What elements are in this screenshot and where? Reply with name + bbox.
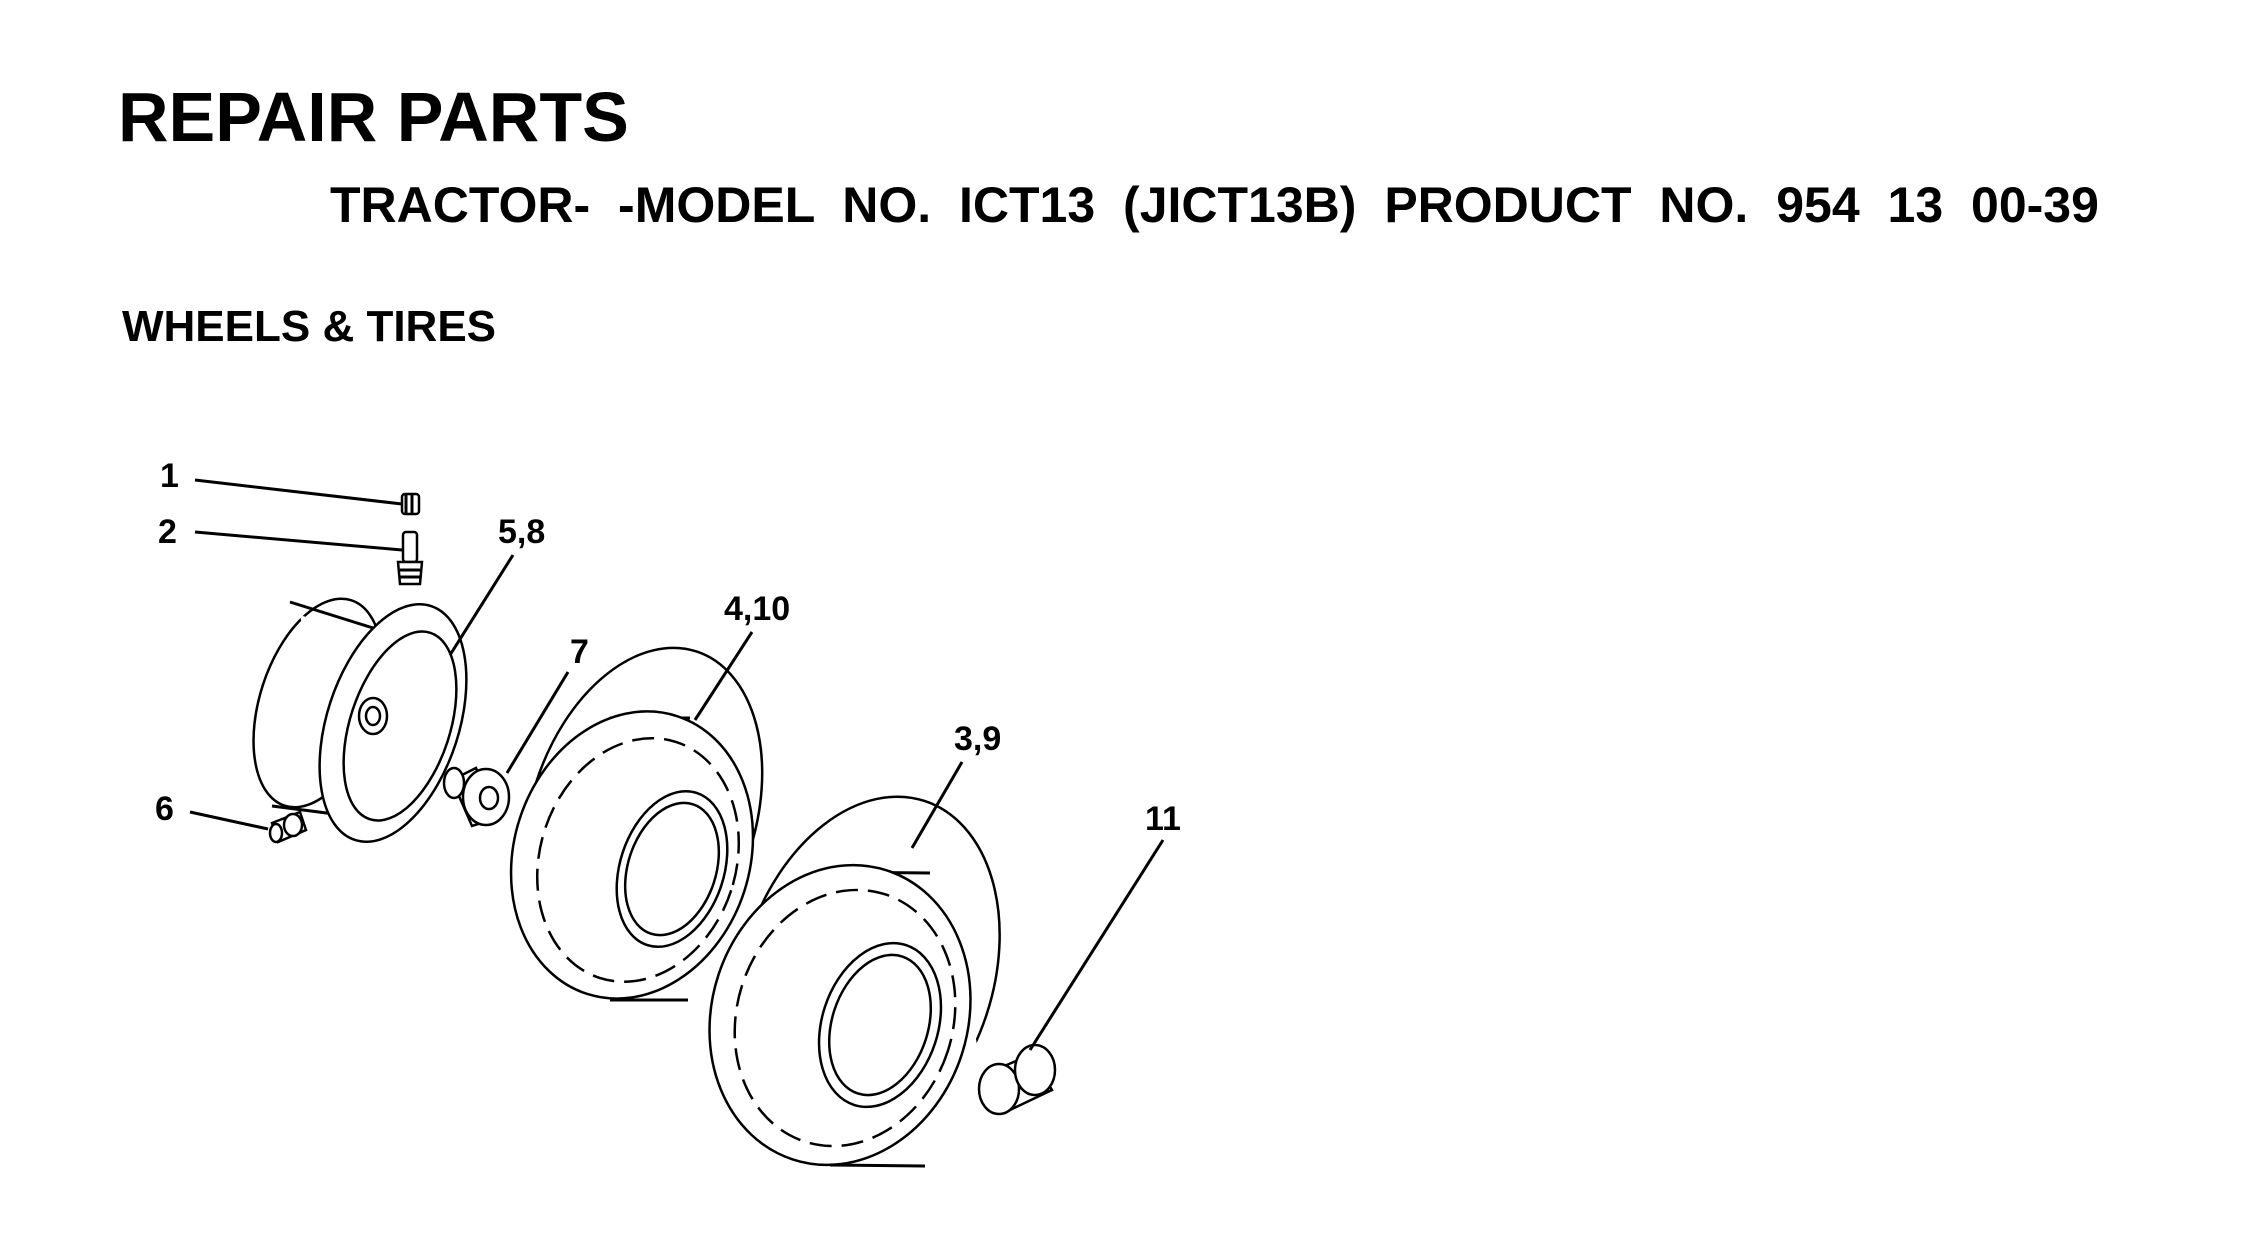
leader-39 xyxy=(910,761,964,849)
leader-2 xyxy=(194,530,403,552)
part-rear-tire xyxy=(708,795,1001,1168)
part-fitting xyxy=(268,810,308,844)
leader-1 xyxy=(194,478,403,506)
callout-11: 11 xyxy=(1145,800,1181,838)
part-valve-stem xyxy=(396,530,424,586)
leader-lines xyxy=(189,478,1165,1051)
callout-3-9: 3,9 xyxy=(954,720,1001,758)
page-title: REPAIR PARTS xyxy=(118,78,629,156)
part-wheel-rim xyxy=(252,597,468,843)
callout-2: 2 xyxy=(158,513,177,551)
callout-4-10: 4,10 xyxy=(724,590,790,628)
leader-11 xyxy=(1028,839,1165,1051)
callout-6: 6 xyxy=(155,790,174,828)
part-bushing xyxy=(442,766,511,828)
part-hub-cap xyxy=(977,1043,1057,1116)
section-title: WHEELS & TIRES xyxy=(122,302,497,351)
part-valve-cap xyxy=(400,492,421,516)
leader-6 xyxy=(189,810,269,831)
callout-1: 1 xyxy=(160,457,179,495)
callout-7: 7 xyxy=(570,633,589,671)
callout-5-8: 5,8 xyxy=(498,513,545,551)
leader-58 xyxy=(448,554,515,656)
leader-7 xyxy=(505,671,570,774)
part-front-tire xyxy=(509,646,764,1002)
model-subtitle: TRACTOR- -MODEL NO. ICT13 (JICT13B) PROD… xyxy=(330,177,2099,233)
leader-410 xyxy=(693,631,754,721)
